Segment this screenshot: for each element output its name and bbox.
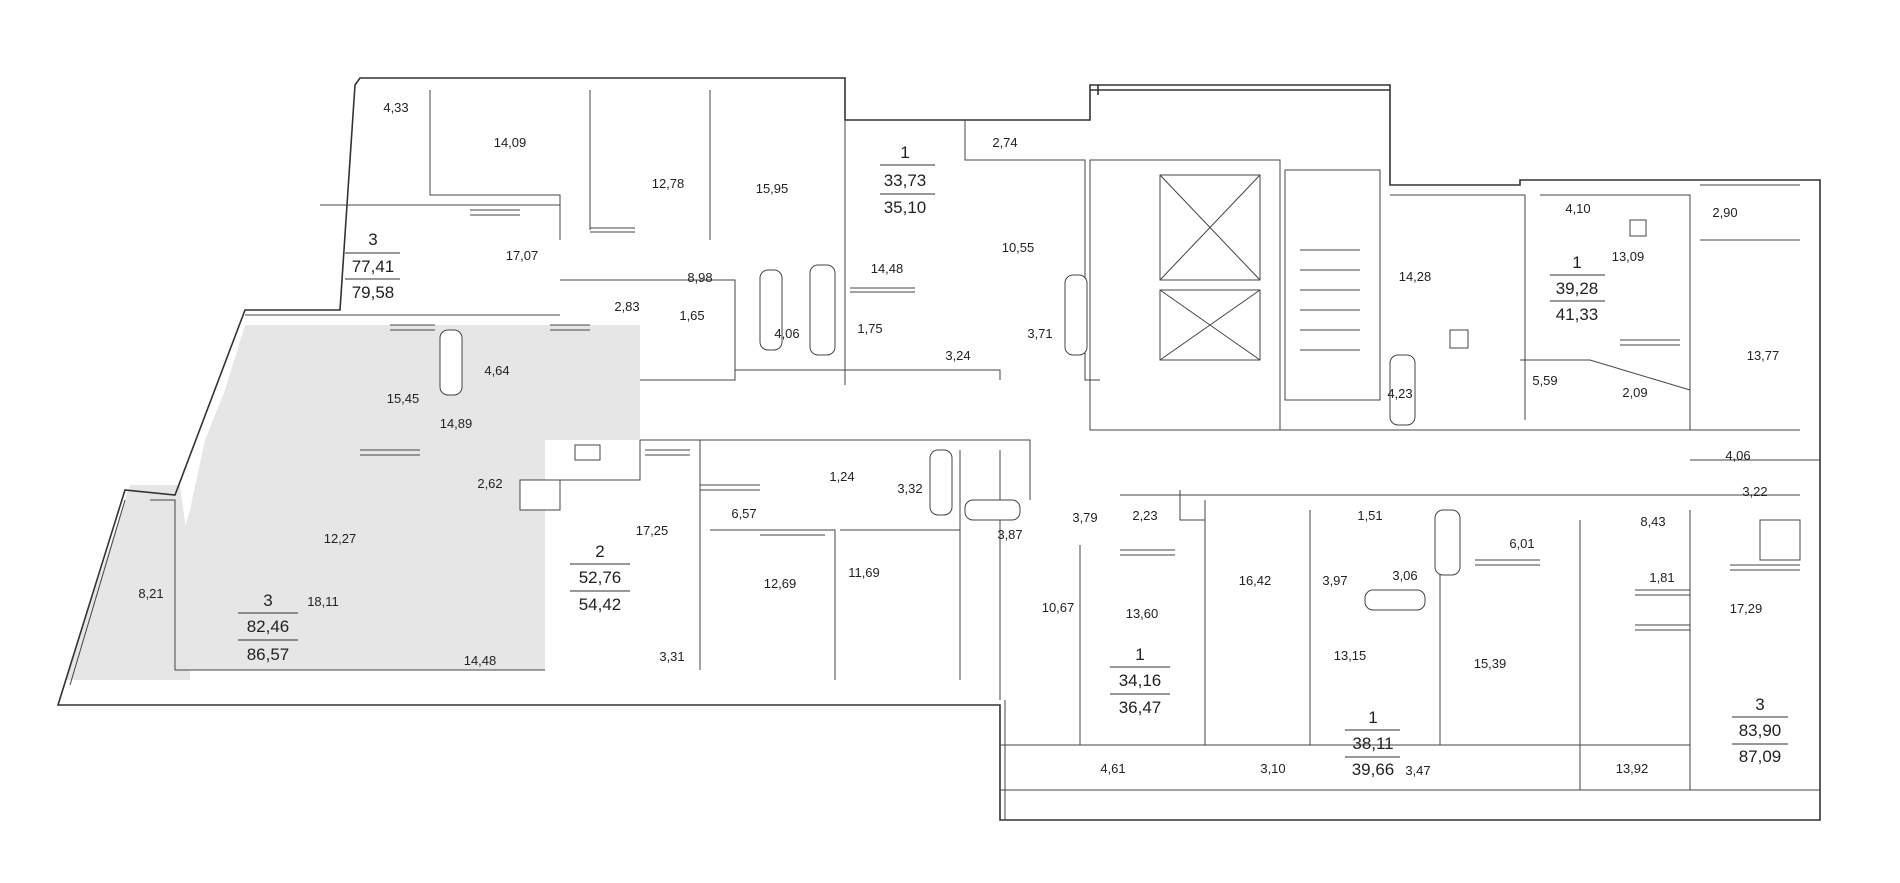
room-area: 4,33 (383, 100, 408, 115)
room-area: 3,31 (659, 649, 684, 664)
room-area: 1,51 (1357, 508, 1382, 523)
interior-walls (245, 90, 1820, 820)
apartment-6-area: 34,16 (1119, 671, 1162, 690)
room-area: 14,09 (494, 135, 527, 150)
room-area: 2,90 (1712, 205, 1737, 220)
apartment-3: 1 39,28 41,33 (1550, 253, 1605, 324)
apartment-2-area: 77,41 (352, 257, 395, 276)
apartment-4: 2 52,76 54,42 (570, 542, 630, 614)
room-area-labels: 4,33 14,09 12,78 15,95 2,74 17,07 8,98 2… (138, 100, 1779, 778)
apartment-6-rooms: 1 (1135, 645, 1144, 664)
apartment-7-area: 38,11 (1352, 734, 1393, 753)
room-area: 3,97 (1322, 573, 1347, 588)
room-area: 6,57 (731, 506, 756, 521)
room-area: 6,01 (1509, 536, 1534, 551)
room-area: 17,07 (506, 248, 539, 263)
room-area: 14,28 (1399, 269, 1432, 284)
room-area: 3,87 (997, 527, 1022, 542)
apartment-1-rooms: 1 (900, 143, 909, 162)
room-area: 14,48 (464, 653, 497, 668)
apartment-2-rooms: 3 (368, 230, 377, 249)
apartment-8-rooms: 3 (1755, 695, 1764, 714)
room-area: 3,24 (945, 348, 970, 363)
apartment-4-area: 52,76 (579, 568, 622, 587)
room-area: 2,23 (1132, 508, 1157, 523)
apartment-8-area: 83,90 (1739, 721, 1782, 740)
outer-walls (56, 77, 1821, 821)
room-area: 2,74 (992, 135, 1017, 150)
room-area: 3,32 (897, 481, 922, 496)
room-area: 10,55 (1002, 240, 1035, 255)
room-area: 10,67 (1042, 600, 1075, 615)
room-area: 12,69 (764, 576, 797, 591)
apartment-2: 3 77,41 79,58 (345, 230, 400, 302)
room-area: 3,79 (1072, 510, 1097, 525)
apartment-1-area: 33,73 (884, 171, 927, 190)
apartment-5-area: 82,46 (247, 617, 290, 636)
room-area: 4,10 (1565, 201, 1590, 216)
room-area: 4,23 (1387, 386, 1412, 401)
room-area: 4,06 (1725, 448, 1750, 463)
room-area: 13,60 (1126, 606, 1159, 621)
room-area: 3,47 (1405, 763, 1430, 778)
highlighted-apartment (65, 325, 640, 680)
room-area: 2,62 (477, 476, 502, 491)
apartment-4-area-total: 54,42 (579, 595, 622, 614)
apartment-5-rooms: 3 (263, 591, 272, 610)
room-area: 5,59 (1532, 373, 1557, 388)
room-area: 13,92 (1616, 761, 1649, 776)
room-area: 15,39 (1474, 656, 1507, 671)
room-area: 2,09 (1622, 385, 1647, 400)
apartment-5: 3 82,46 86,57 (238, 591, 298, 664)
room-area: 3,10 (1260, 761, 1285, 776)
room-area: 8,43 (1640, 514, 1665, 529)
apartment-1-area-total: 35,10 (884, 198, 927, 217)
room-area: 4,06 (774, 326, 799, 341)
apartment-labels: 1 33,73 35,10 3 77,41 79,58 1 39,28 41,3… (238, 143, 1788, 779)
apartment-3-area: 39,28 (1556, 279, 1599, 298)
room-area: 15,45 (387, 391, 420, 406)
room-area: 16,42 (1239, 573, 1272, 588)
apartment-7-area-total: 39,66 (1352, 760, 1395, 779)
apartment-8-area-total: 87,09 (1739, 747, 1782, 766)
room-area: 1,81 (1649, 570, 1674, 585)
room-area: 12,27 (324, 531, 357, 546)
room-area: 3,06 (1392, 568, 1417, 583)
apartment-6: 1 34,16 36,47 (1110, 645, 1170, 717)
room-area: 1,24 (829, 469, 854, 484)
room-area: 12,78 (652, 176, 685, 191)
room-area: 14,89 (440, 416, 473, 431)
room-area: 13,15 (1334, 648, 1367, 663)
sanitary-fixtures (439, 219, 1801, 611)
room-area: 2,83 (614, 299, 639, 314)
room-area: 3,71 (1027, 326, 1052, 341)
apartment-7-rooms: 1 (1368, 708, 1377, 727)
apartment-3-area-total: 41,33 (1556, 305, 1599, 324)
room-area: 4,64 (484, 363, 509, 378)
room-area: 17,25 (636, 523, 669, 538)
room-area: 4,61 (1100, 761, 1125, 776)
room-area: 11,69 (848, 565, 880, 580)
room-area: 1,75 (857, 321, 882, 336)
room-area: 17,29 (1730, 601, 1763, 616)
room-area: 3,22 (1742, 484, 1767, 499)
apartment-4-rooms: 2 (595, 542, 604, 561)
window-markers (360, 209, 1800, 631)
apartment-6-area-total: 36,47 (1119, 698, 1162, 717)
room-area: 8,98 (687, 270, 712, 285)
apartment-2-area-total: 79,58 (352, 283, 395, 302)
room-area: 1,65 (679, 308, 704, 323)
room-area: 8,21 (138, 586, 163, 601)
room-area: 18,11 (307, 594, 339, 609)
apartment-5-area-total: 86,57 (247, 645, 290, 664)
room-area: 13,77 (1747, 348, 1780, 363)
room-area: 13,09 (1612, 249, 1645, 264)
apartment-3-rooms: 1 (1572, 253, 1581, 272)
apartment-1: 1 33,73 35,10 (880, 143, 935, 217)
apartment-8: 3 83,90 87,09 (1732, 695, 1788, 766)
apartment-7: 1 38,11 39,66 (1345, 708, 1400, 779)
room-area: 15,95 (756, 181, 789, 196)
room-area: 14,48 (871, 261, 904, 276)
